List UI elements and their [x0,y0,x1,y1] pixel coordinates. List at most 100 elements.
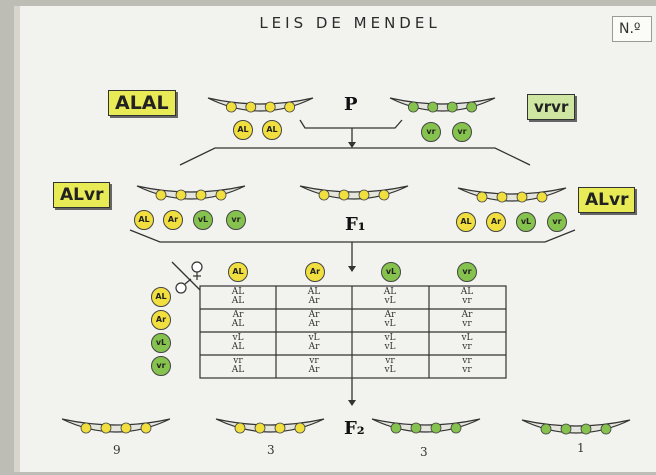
gamete-f1-right-Ar: Ar [486,212,506,232]
gamete-f1-left-Ar: Ar [163,210,183,230]
pea-pod [299,185,409,201]
pea-pod [136,185,246,201]
punnett-cell: vr AL [231,356,245,375]
pea [536,191,548,203]
cross-slash [171,261,201,291]
pea-pod [457,187,567,203]
pea-pod [371,418,481,434]
punnett-cell: vL vL [384,333,396,352]
pea [100,422,112,434]
plate-number: N.º [612,16,652,42]
generation-f1-label: F₁ [345,214,366,235]
pea-pod [521,419,631,435]
pea [476,191,488,203]
punnett-cell: vL AL [231,333,245,352]
pea [378,189,390,201]
gamete-punnett-columns-vr: vr [457,262,477,282]
pea [274,422,286,434]
pea-pod [207,97,314,113]
pea [195,189,207,201]
parent-left-genotype: ALAL [108,90,176,116]
parent-right-genotype: vrvr [527,94,576,120]
punnett-cell: vr Ar [308,356,320,375]
f1-left-genotype: ALvr [53,182,111,208]
pea [407,101,419,113]
pea [580,423,592,435]
pea [600,423,612,435]
p-arrowhead [348,142,356,148]
gamete-f1-right-vL: vL [516,212,536,232]
f2-count: 9 [113,443,121,457]
f2-count: 3 [267,443,275,457]
gamete-punnett-columns-vL: vL [381,262,401,282]
pea [338,189,350,201]
pea-pod [61,418,171,434]
pea [234,422,246,434]
pea [430,422,442,434]
pea [540,423,552,435]
punnett-cell: vr vL [384,356,396,375]
gamete-p-right-vr: vr [421,122,441,142]
pea-pod [389,97,496,113]
pea [446,101,458,113]
pea [450,422,462,434]
punnett-cell: Ar vL [384,310,396,329]
pea [175,189,187,201]
punnett-cell: AL AL [231,287,245,306]
pea [410,422,422,434]
pea [390,422,402,434]
pea [466,101,478,113]
f1-right-genotype: ALvr [578,187,636,213]
page-title: LEIS DE MENDEL [259,14,441,32]
pea [560,423,572,435]
f1-arrowhead [348,266,356,272]
gamete-f1-right-AL: AL [456,212,476,232]
pea [215,189,227,201]
f2-count: 1 [577,441,585,455]
pea [155,189,167,201]
pea-pod [215,418,325,434]
gamete-p-left-AL: AL [233,120,253,140]
gamete-f1-left-AL: AL [134,210,154,230]
pea [225,101,237,113]
f2-arrowhead [348,400,356,406]
pea [294,422,306,434]
gamete-f1-left-vL: vL [193,210,213,230]
punnett-cell: vL vr [461,333,473,352]
gamete-punnett-rows-vL: vL [151,333,171,353]
punnett-cell: Ar AL [231,310,245,329]
pea [427,101,439,113]
punnett-cell: vL Ar [308,333,320,352]
pea [80,422,92,434]
punnett-cell: AL vL [383,287,397,306]
gamete-p-right-vr: vr [452,122,472,142]
pea [245,101,257,113]
generation-f2-label: F₂ [344,418,365,439]
punnett-cell: Ar vr [461,310,473,329]
pea [358,189,370,201]
pea [496,191,508,203]
gamete-punnett-columns-Ar: Ar [305,262,325,282]
chart-board [14,6,656,472]
pea [120,422,132,434]
punnett-cell: vr vr [462,356,472,375]
punnett-cell: AL Ar [307,287,321,306]
gamete-punnett-rows-vr: vr [151,356,171,376]
male-symbol [175,282,187,294]
f2-count: 3 [420,445,428,459]
gamete-punnett-rows-Ar: Ar [151,310,171,330]
gamete-punnett-rows-AL: AL [151,287,171,307]
p-bracket [299,119,403,129]
punnett-grid [199,285,507,379]
pea [264,101,276,113]
gamete-p-left-AL: AL [262,120,282,140]
pea [284,101,296,113]
gamete-f1-right-vr: vr [547,212,567,232]
f1-upper-bracket [179,147,531,166]
gamete-f1-left-vr: vr [226,210,246,230]
generation-p-label: P [344,94,358,115]
pea [254,422,266,434]
pea [140,422,152,434]
